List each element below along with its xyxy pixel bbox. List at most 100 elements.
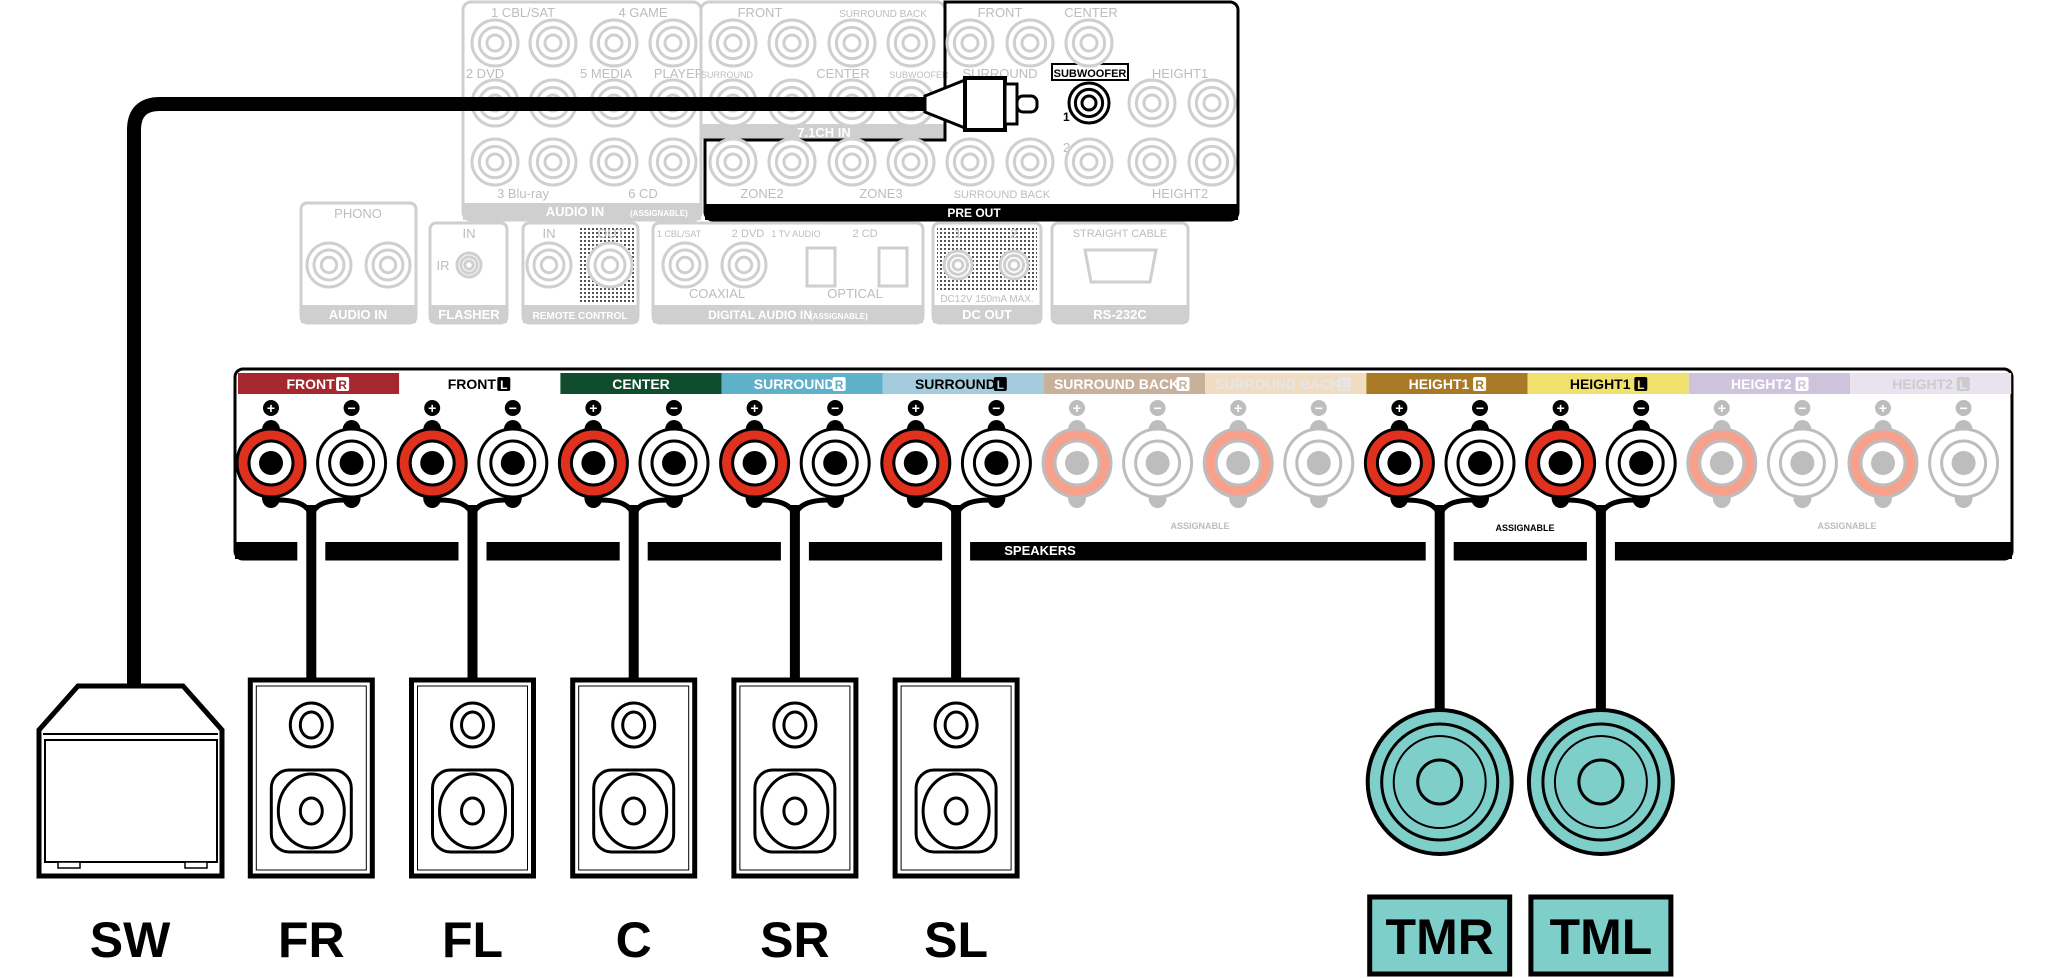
side-badge-text: L: [1960, 378, 1967, 392]
dc-out-band: DC OUT: [962, 307, 1012, 322]
ceiling-speaker-center: [1577, 758, 1625, 806]
jack-ring: [532, 248, 566, 282]
terminal-hole: [1065, 451, 1089, 475]
speaker-sl: SL: [892, 497, 1020, 968]
speaker-sr: SR: [731, 497, 859, 968]
plus-icon: [746, 400, 763, 416]
woofer-icon: [276, 772, 346, 850]
dc-jack: [942, 249, 974, 281]
terminal-hole: [1145, 451, 1170, 475]
label-game: 4 GAME: [618, 5, 667, 20]
rca-jack: [470, 137, 520, 187]
terminal-hole: [662, 451, 686, 475]
jack-ring: [893, 144, 929, 180]
jack-ring: [593, 248, 627, 282]
polarity-sign: −: [831, 400, 839, 416]
speaker-label: SR: [760, 912, 829, 968]
plus-icon: [1391, 400, 1408, 416]
polarity-sign: −: [348, 400, 356, 416]
label-phono: PHONO: [334, 206, 382, 221]
speaker-cabinet-inner: [900, 685, 1012, 871]
terminal-hole: [1306, 451, 1331, 475]
rs232c-panel: STRAIGHT CABLE RS-232C: [1050, 221, 1190, 325]
woofer-center: [943, 796, 969, 826]
terminal-hole: [1709, 451, 1734, 475]
label-straight-cable: STRAIGHT CABLE: [1073, 228, 1168, 240]
audio-in-assignable: (ASSIGNABLE): [630, 209, 688, 218]
jack-center: [663, 152, 683, 172]
rca-jack: [586, 241, 634, 289]
jack-center: [1007, 258, 1021, 272]
side-badge-text: R: [1179, 378, 1188, 392]
jack-center: [960, 33, 980, 53]
tweeter-icon: [450, 701, 495, 749]
woofer-center: [460, 796, 485, 826]
polarity-sign: −: [992, 400, 1000, 416]
tweeter-icon: [933, 701, 979, 749]
label-zone2: ZONE2: [740, 186, 783, 201]
speaker-sw: SW: [36, 683, 225, 968]
jack-ring: [1012, 25, 1048, 61]
rca-jack: [648, 18, 698, 68]
speaker-cabinet-inner: [578, 685, 690, 871]
side-badge: [1795, 377, 1809, 391]
flasher-band: FLASHER: [438, 307, 500, 322]
side-badge-text: L: [1341, 378, 1348, 392]
polarity-sign: +: [751, 400, 759, 416]
rca-jack: [1005, 18, 1055, 68]
woofer-icon: [438, 772, 507, 850]
side-badge-text: R: [338, 378, 347, 392]
woofer-icon: [921, 772, 991, 850]
jack-center: [604, 152, 624, 172]
rca-jack: [708, 137, 758, 187]
speaker-fr: FR: [247, 497, 375, 968]
channel-band-6: [1205, 373, 1367, 394]
jack-ring: [1073, 87, 1105, 119]
lower-panel: PHONO AUDIO IN IN IR FLASHER IN OUT REMO…: [299, 201, 1190, 325]
polarity-sign: −: [670, 400, 678, 416]
jack-ring: [371, 248, 405, 282]
rca-jack: [767, 18, 817, 68]
jack-ring: [952, 25, 988, 61]
jack-center: [960, 152, 980, 172]
label-pre-front: FRONT: [978, 5, 1023, 20]
jack-center: [1202, 152, 1222, 172]
tweeter-center: [621, 710, 647, 740]
jack-ring: [774, 144, 810, 180]
label-dvd: 2 DVD: [466, 66, 504, 81]
terminal-hole: [1548, 451, 1573, 475]
label-ir: IR: [437, 258, 450, 273]
jack-ring: [1071, 25, 1107, 61]
pre-out-panel: FRONT CENTER SURROUND SUBWOOFER HEIGHT1 …: [703, 0, 1240, 222]
speaker-label: SL: [924, 912, 988, 968]
remote-band: REMOTE CONTROL: [533, 311, 628, 322]
terminal-hole: [339, 451, 364, 475]
jack-ring: [459, 255, 479, 275]
polarity-sign: +: [1879, 400, 1887, 416]
terminal-hole: [742, 451, 767, 475]
side-badge: [1956, 377, 1970, 391]
jack-ring: [893, 25, 929, 61]
side-badge: [336, 377, 350, 391]
label-coaxial: COAXIAL: [689, 286, 745, 301]
channel-label: HEIGHT1: [1409, 376, 1470, 392]
plus-icon: [1875, 400, 1891, 416]
channel-band-1: [399, 373, 561, 394]
channel-label: HEIGHT2: [1731, 376, 1792, 392]
tweeter-center: [298, 710, 324, 740]
label-optical: OPTICAL: [827, 286, 883, 301]
jack-ring: [668, 248, 702, 282]
jack-center: [663, 33, 683, 53]
jack-center: [1202, 93, 1222, 113]
jack-center: [723, 152, 743, 172]
minus-icon: [1310, 400, 1327, 416]
side-badge-text: L: [500, 378, 507, 392]
channel-label: HEIGHT1: [1570, 376, 1631, 392]
label-71-front: FRONT: [738, 5, 783, 20]
speaker-c: C: [570, 497, 698, 968]
jack-center: [782, 152, 802, 172]
terminal-hole: [1387, 451, 1412, 475]
digital-audio-in-panel: 1 CBL/SAT 2 DVD 1 TV AUDIO 2 CD COAXIAL …: [651, 221, 925, 325]
polarity-sign: −: [1476, 400, 1484, 416]
speaker-label: C: [616, 912, 652, 968]
